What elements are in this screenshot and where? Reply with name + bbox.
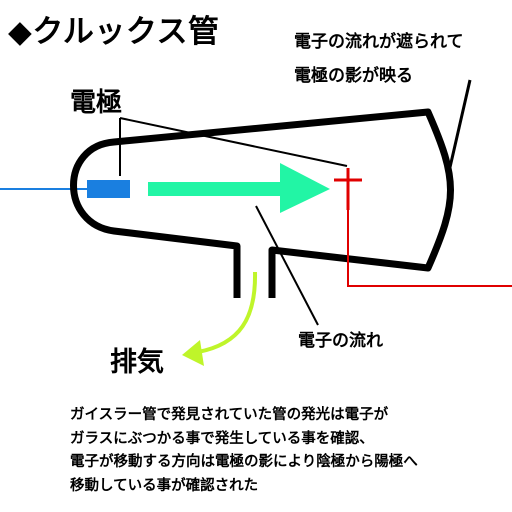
anode-cross	[334, 168, 362, 210]
cathode-electrode	[87, 180, 130, 198]
electron-beam-arrow	[148, 163, 330, 213]
shadow-label-line2: 電極の影が映る	[294, 66, 413, 86]
anode-wire	[347, 192, 512, 287]
electrode-label: 電極	[70, 88, 123, 118]
exhaust-label: 排気	[110, 347, 164, 378]
exhaust-arrow	[197, 271, 258, 354]
electrode-callout-line	[119, 117, 348, 167]
shadow-label-line1: 電子の流れが遮られて	[294, 32, 464, 52]
description-line: ガラスにぶつかる事で発生している事を確認、	[70, 430, 374, 447]
exhaust-arrowhead	[182, 340, 204, 366]
shadow-callout-line	[446, 79, 472, 177]
description-line: 移動している事が確認された	[70, 477, 259, 494]
description-line: 電子が移動する方向は電極の影により陰極から陽極へ	[70, 454, 418, 470]
tube-outline	[70, 108, 454, 298]
description-text: ガイスラー管で発見されていた管の発光は電子が ガラスにぶつかる事で発生している事…	[70, 404, 510, 498]
description-line: ガイスラー管で発見されていた管の発光は電子が	[70, 407, 389, 423]
page-title: ◆クルックス管	[8, 14, 220, 50]
flow-callout-line	[255, 205, 319, 326]
electron-flow-label: 電子の流れ	[298, 331, 383, 351]
